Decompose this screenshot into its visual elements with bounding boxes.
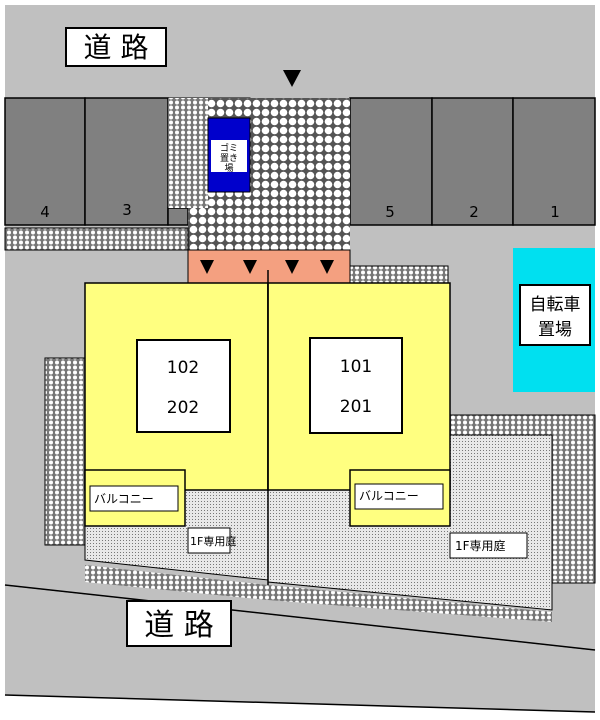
svg-text:置場: 置場 (538, 320, 572, 340)
parking-stall-2 (431, 97, 514, 226)
entrance-area (187, 249, 351, 284)
top-road-label: 道 路 (65, 27, 167, 67)
stall-label: 5 (385, 203, 395, 221)
stall-label: 4 (40, 203, 50, 221)
balcony-right: バルコニー (349, 469, 451, 527)
svg-text:ゴミ: ゴミ (220, 142, 238, 154)
unit-box-right: 101 201 (309, 337, 403, 434)
svg-text:バルコニー: バルコニー (94, 492, 154, 506)
svg-text:バルコニー: バルコニー (359, 489, 419, 503)
stall-label: 3 (122, 201, 132, 219)
hatched-strip (4, 227, 189, 251)
arrow-icon (243, 260, 257, 274)
parking-area (4, 97, 596, 226)
svg-text:置き: 置き (220, 153, 238, 164)
svg-text:道 路: 道 路 (84, 31, 149, 64)
entrance-arrow-icon (283, 70, 301, 87)
arrow-icon (320, 260, 334, 274)
stall-label: 1 (550, 203, 560, 221)
parking-stall-1 (512, 97, 596, 226)
garbage-station: ゴミ 置き 場 (207, 117, 251, 193)
road-edge-line (4, 584, 596, 651)
svg-text:自転車: 自転車 (530, 295, 581, 315)
hatched-area (349, 265, 449, 284)
svg-text:場: 場 (224, 162, 233, 174)
bicycle-parking: 自転車 置場 (513, 248, 595, 392)
svg-text:道 路: 道 路 (144, 608, 214, 643)
garden-label-right: 1F専用庭 (449, 532, 528, 559)
balcony-left: バルコニー (84, 469, 186, 527)
svg-text:102: 102 (167, 358, 199, 378)
parking-stall-3 (84, 97, 169, 226)
svg-text:1F専用庭: 1F専用庭 (455, 538, 506, 553)
stall-label: 2 (469, 203, 479, 221)
bottom-road-label: 道 路 (126, 600, 232, 647)
garden-label-left: 1F専用庭 (187, 527, 236, 554)
arrow-icon (200, 260, 214, 274)
unit-box-left: 102 202 (136, 339, 231, 433)
parking-stall-4 (4, 97, 86, 226)
svg-text:201: 201 (340, 397, 372, 417)
svg-text:101: 101 (340, 357, 372, 377)
svg-text:202: 202 (167, 398, 199, 418)
hatched-strip (44, 357, 86, 546)
arrow-icon (285, 260, 299, 274)
svg-text:1F専用庭: 1F専用庭 (190, 534, 236, 548)
